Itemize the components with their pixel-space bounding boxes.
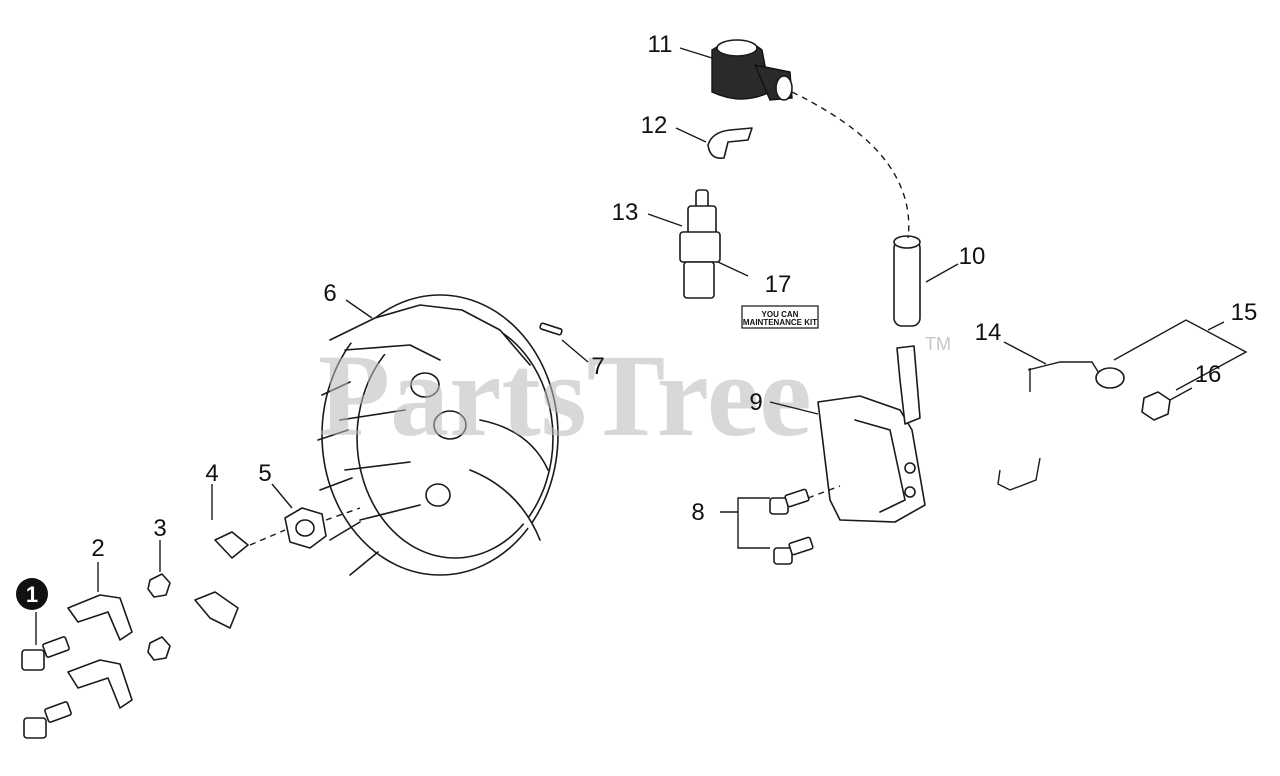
- callout-11: 11: [648, 31, 673, 58]
- leader-lines: [35, 47, 1248, 645]
- maintenance-kit-badge: YOU CAN MAINTENANCE KIT: [741, 305, 819, 329]
- callout-17: 17: [765, 271, 792, 298]
- watermark-trademark: TM: [925, 334, 951, 354]
- assembly-line-screw: [807, 485, 841, 499]
- watermark-text: PartsTree: [318, 330, 812, 461]
- callout-4: 4: [205, 460, 218, 487]
- callout-16: 16: [1195, 361, 1222, 388]
- callout-10: 10: [959, 243, 986, 270]
- flywheel-part[interactable]: [317, 294, 559, 576]
- pawl-part[interactable]: [67, 594, 133, 709]
- flywheel-key-part[interactable]: [539, 322, 563, 336]
- callout-5: 5: [258, 460, 271, 487]
- callout-12: 12: [641, 112, 668, 139]
- callout-13: 13: [612, 199, 639, 226]
- callout-2: 2: [91, 535, 104, 562]
- spark-plug-part[interactable]: [679, 189, 721, 299]
- callout-3: 3: [153, 515, 166, 542]
- washer-part[interactable]: [194, 531, 249, 629]
- callout-14: 14: [975, 319, 1002, 346]
- ignition-lead-tube-part[interactable]: [893, 235, 921, 327]
- callout-15: 15: [1231, 299, 1258, 326]
- spark-plug-boot-part[interactable]: [711, 39, 793, 101]
- spring-clip-part[interactable]: [707, 127, 753, 160]
- small-nut-part[interactable]: [147, 573, 171, 661]
- stop-switch-wire-part[interactable]: [997, 361, 1101, 491]
- badge-line2: MAINTENANCE KIT: [743, 318, 817, 327]
- bolt-part[interactable]: [21, 636, 72, 739]
- badge-line1: YOU CAN: [762, 310, 799, 319]
- flywheel-nut-part[interactable]: [284, 507, 327, 549]
- callout-1: 1: [16, 578, 48, 610]
- callout-6: 6: [323, 280, 336, 307]
- callout-7: 7: [591, 353, 604, 380]
- wire-connector-part[interactable]: [1095, 367, 1125, 389]
- terminal-nut-part[interactable]: [1141, 391, 1171, 421]
- callout-1-label: 1: [26, 582, 38, 607]
- callout-9: 9: [749, 389, 762, 416]
- module-screw-part[interactable]: [769, 488, 814, 565]
- callout-8: 8: [691, 499, 704, 526]
- ignition-module-part[interactable]: [817, 345, 926, 523]
- lead-routing-line: [791, 91, 910, 239]
